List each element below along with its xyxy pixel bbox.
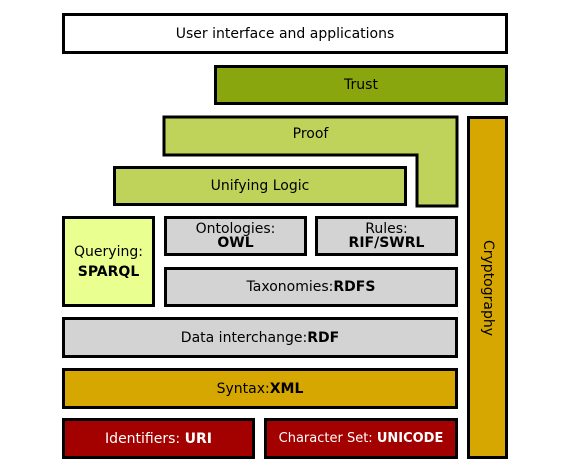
unifying-logic-layer: Unifying Logic (113, 166, 407, 206)
rif-swrl-label: RIF/SWRL (348, 235, 425, 251)
identifiers-label: Identifiers: (105, 430, 185, 447)
cryptography-label: Cryptography (479, 239, 496, 336)
ontologies-label: Ontologies: (195, 221, 276, 237)
owl-label: OWL (217, 235, 254, 251)
sparql-label: SPARQL (77, 263, 140, 280)
rdfs-label: RDFS (333, 279, 376, 295)
xml-label: XML (269, 380, 304, 397)
taxonomies-layer: Taxonomies:RDFS (164, 267, 458, 307)
uri-label: URI (184, 430, 212, 447)
user-interface-label: User interface and applications (175, 25, 395, 42)
syntax-label: Syntax: (216, 380, 270, 397)
querying-layer: Querying: SPARQL (62, 216, 155, 307)
trust-layer: Trust (214, 65, 508, 105)
unifying-logic-label: Unifying Logic (210, 178, 310, 194)
taxonomies-label: Taxonomies: (246, 279, 334, 295)
rdf-label: RDF (307, 329, 340, 346)
syntax-layer: Syntax:XML (62, 368, 458, 409)
unicode-label: UNICODE (376, 431, 444, 446)
ontologies-layer: Ontologies: OWL (164, 216, 307, 256)
cryptography-layer: Cryptography (467, 116, 508, 459)
identifiers-layer: Identifiers: URI (62, 418, 255, 459)
user-interface-layer: User interface and applications (62, 13, 508, 54)
rules-label: Rules: (365, 221, 408, 237)
character-set-layer: Character Set: UNICODE (264, 418, 458, 459)
data-interchange-layer: Data interchange:RDF (62, 317, 458, 358)
trust-label: Trust (344, 77, 378, 93)
rules-layer: Rules: RIF/SWRL (315, 216, 458, 256)
proof-label: Proof (292, 126, 329, 142)
querying-label: Querying: (74, 243, 143, 260)
data-interchange-label: Data interchange: (180, 329, 308, 346)
character-set-label: Character Set: (278, 431, 377, 446)
